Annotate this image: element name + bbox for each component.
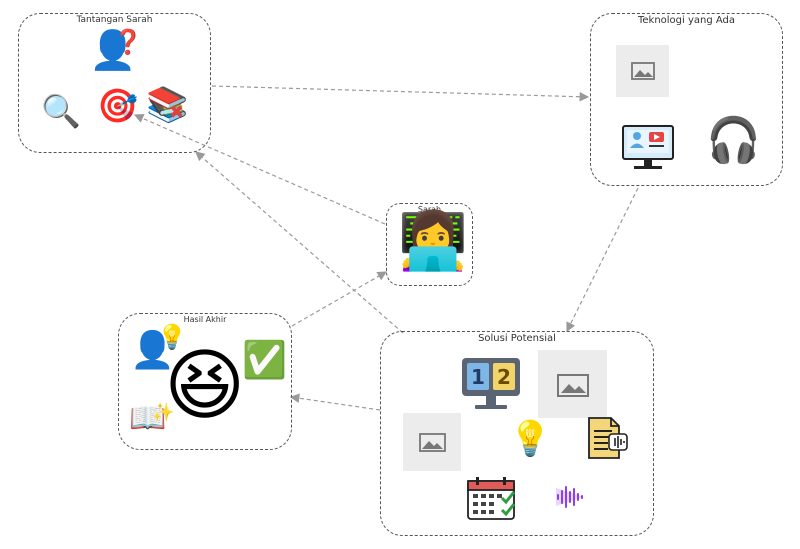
target-icon: 🎯: [97, 86, 139, 125]
open-book-icon: 📖: [129, 401, 167, 436]
cross-icon: ✖: [169, 102, 185, 123]
sparkle-icon: ✨: [152, 402, 175, 423]
arrow-sarah-to-tantangan: [133, 113, 386, 225]
check-mark-icon: ✅: [242, 340, 287, 381]
magnifier-icon: 🔍: [41, 92, 81, 130]
group-title: Hasil Akhir: [183, 315, 227, 324]
woman-technologist-icon: 👩‍💻: [398, 209, 468, 274]
arrow-solusi-to-hasil: [289, 393, 381, 411]
arrow-solusi-to-tantangan: [195, 151, 404, 334]
group-solusi-potensial: Solusi Potensial: [380, 331, 654, 536]
arrow-hasil-to-sarah: [291, 271, 388, 327]
arrow-tantangan-to-teknologi: [211, 85, 590, 102]
question-mark-icon: ❓: [113, 28, 143, 56]
group-title: Sarah: [417, 205, 442, 214]
headphones-icon: 🎧: [706, 115, 761, 166]
group-tantangan-sarah: Tantangan Sarah: [18, 13, 211, 153]
light-bulb-icon: 💡: [509, 419, 552, 459]
books-icon: 📚: [146, 85, 189, 125]
monitor-video-icon: [622, 124, 674, 172]
group-teknologi-yang-ada: Teknologi yang Ada: [590, 13, 783, 186]
monitor-numbers-icon: 1 2: [461, 357, 521, 411]
person-question-icon: 👤: [89, 28, 137, 72]
group-title: Tantangan Sarah: [76, 15, 153, 25]
arrow-teknologi-to-solusi: [566, 187, 639, 333]
group-hasil-akhir: Hasil Akhir: [118, 313, 292, 450]
group-title: Teknologi yang Ada: [637, 15, 736, 26]
svg-text:1: 1: [471, 365, 485, 389]
laughing-face-icon: 😆: [164, 341, 246, 431]
audio-wave-icon: [552, 482, 588, 512]
audio-document-icon: [585, 416, 629, 462]
image-placeholder-icon: [616, 45, 669, 97]
calendar-check-icon: [467, 476, 521, 522]
person-idea-icon: 👤: [130, 330, 175, 371]
svg-text:2: 2: [497, 365, 511, 389]
image-placeholder-icon: [538, 350, 607, 418]
group-sarah: Sarah: [386, 203, 473, 286]
image-placeholder-icon: [403, 413, 461, 471]
group-title: Solusi Potensial: [478, 333, 556, 344]
light-bulb-icon: 💡: [157, 323, 187, 351]
